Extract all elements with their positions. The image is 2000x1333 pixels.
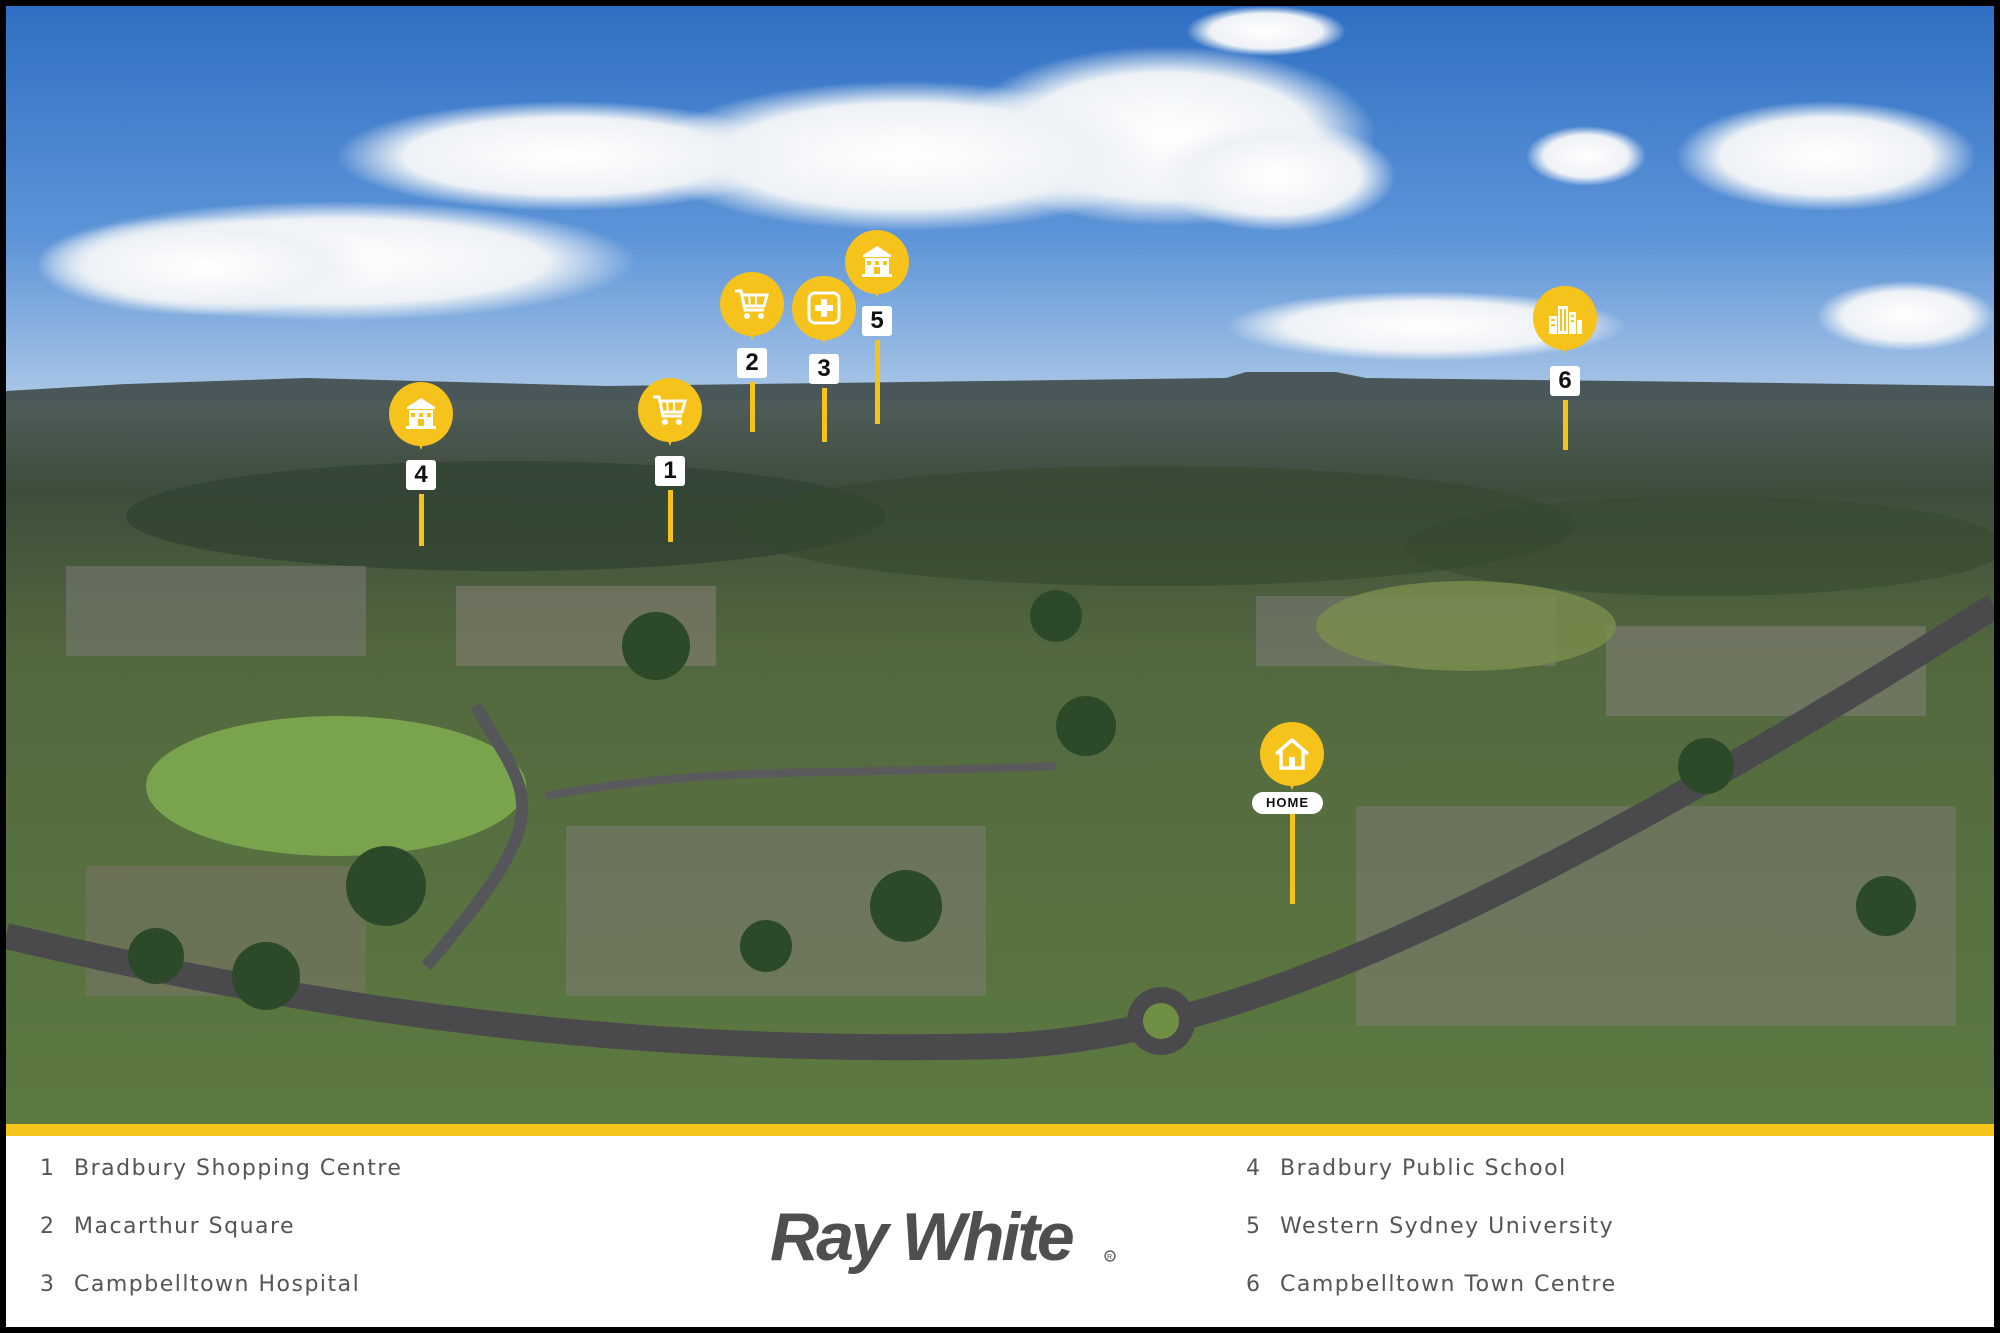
marker-number: 6 <box>1550 366 1580 396</box>
brand-stripe <box>6 1124 1994 1136</box>
school-building-icon <box>389 382 453 446</box>
marker-number: 2 <box>737 348 767 378</box>
aerial-scene-illustration <box>6 6 1994 1124</box>
school-building-icon <box>845 230 909 294</box>
marker-number: 5 <box>862 306 892 336</box>
ray-white-logo: Ray White R <box>766 1198 1126 1278</box>
city-buildings-icon <box>1533 286 1597 350</box>
house-icon <box>1260 722 1324 786</box>
marker-number: 3 <box>809 354 839 384</box>
home-label: HOME <box>1252 792 1323 814</box>
marker-number: 4 <box>406 460 436 490</box>
marker-number: 1 <box>655 456 685 486</box>
shopping-cart-icon <box>720 272 784 336</box>
aerial-photo: 4 1 2 3 <box>6 6 1994 1124</box>
shopping-cart-icon <box>638 378 702 442</box>
svg-text:R: R <box>1107 1254 1112 1261</box>
brand-wordmark: Ray White <box>770 1199 1073 1275</box>
hospital-plus-icon <box>792 276 856 340</box>
